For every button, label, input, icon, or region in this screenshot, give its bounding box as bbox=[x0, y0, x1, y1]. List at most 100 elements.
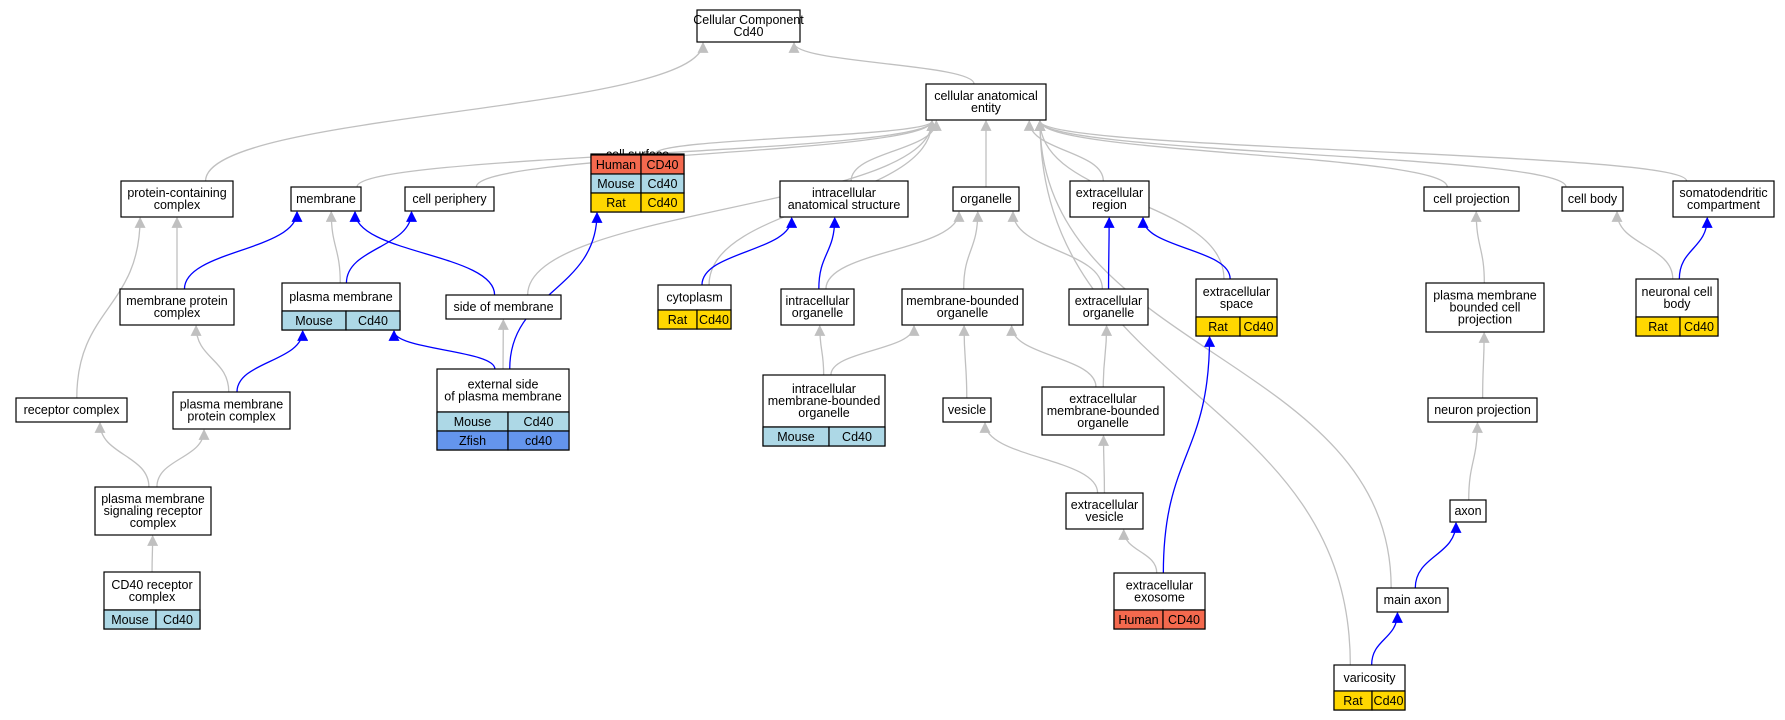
node-box bbox=[1423, 186, 1520, 212]
node-label: projection bbox=[1458, 313, 1512, 327]
species-name: Zfish bbox=[459, 434, 486, 448]
gene-symbol: Cd40 bbox=[1244, 320, 1274, 334]
node-box bbox=[780, 288, 855, 326]
gene-symbol: CD40 bbox=[1168, 613, 1200, 627]
node-label: extracellular bbox=[1126, 579, 1193, 593]
node-label: neuronal cell bbox=[1642, 285, 1713, 299]
gene-symbol: Cd40 bbox=[1684, 320, 1714, 334]
node-label: cellular anatomical bbox=[934, 89, 1038, 103]
node-label: organelle bbox=[960, 192, 1011, 206]
edge-cell-body-to-cellular-anatomical-entity bbox=[1034, 119, 1567, 188]
node-label: organelle bbox=[1077, 416, 1128, 430]
node-label: cell projection bbox=[1433, 192, 1509, 206]
edge-main-axon-to-axon bbox=[1414, 521, 1462, 589]
node-label: of plasma membrane bbox=[444, 390, 561, 404]
node-label: main axon bbox=[1384, 593, 1442, 607]
node-label: extracellular bbox=[1076, 186, 1143, 200]
edge-extracellular-exosome-to-extracellular-space bbox=[1162, 335, 1216, 574]
node-cell-projection: cell projection bbox=[1423, 186, 1520, 212]
node-box bbox=[290, 186, 362, 212]
node-label: complex bbox=[129, 590, 176, 604]
node-label: Cd40 bbox=[734, 25, 764, 39]
node-label: compartment bbox=[1687, 198, 1760, 212]
node-label: external side bbox=[468, 378, 539, 392]
species-name: Rat bbox=[1343, 694, 1363, 708]
node-label: CD40 receptor bbox=[111, 578, 192, 592]
species-row-mouse: Mouse Cd40 bbox=[436, 411, 570, 432]
gene-symbol: Cd40 bbox=[1374, 694, 1404, 708]
edge-extracellular-region-to-cellular-anatomical-entity bbox=[1023, 119, 1104, 182]
node-intracellular-membrane-bounded-organelle: intracellularmembrane-boundedorganelleMo… bbox=[762, 374, 886, 447]
node-label: protein complex bbox=[187, 410, 276, 424]
gene-symbol: Cd40 bbox=[358, 314, 388, 328]
node-label: intracellular bbox=[812, 186, 876, 200]
node-box bbox=[1041, 386, 1165, 436]
edge-cell-projection-to-cellular-anatomical-entity bbox=[1034, 119, 1448, 188]
edge-intracellular-anatomical-structure-to-cellular-anatomical-entity bbox=[850, 119, 942, 182]
node-label: Cellular Component bbox=[693, 13, 804, 27]
node-label: membrane protein bbox=[126, 294, 227, 308]
node-box bbox=[779, 180, 909, 218]
edge-cell-surface-to-cellular-anatomical-entity bbox=[654, 119, 938, 155]
node-box bbox=[925, 83, 1047, 121]
gene-symbol: Cd40 bbox=[648, 196, 678, 210]
node-label: varicosity bbox=[1343, 671, 1396, 685]
node-label: body bbox=[1663, 297, 1691, 311]
node-side-of-membrane: side of membrane bbox=[445, 294, 562, 320]
species-name: Mouse bbox=[111, 613, 149, 627]
node-label: bounded cell bbox=[1450, 301, 1521, 315]
edge-vesicle-to-membrane-bounded-organelle bbox=[958, 324, 970, 399]
edge-plasma-membrane-protein-complex-to-membrane-protein-complex bbox=[190, 324, 230, 393]
edge-side-of-membrane-to-cellular-anatomical-entity bbox=[526, 119, 938, 296]
edge-intracellular-membrane-bounded-organelle-to-intracellular-organelle bbox=[814, 324, 826, 376]
edge-extracellular-vesicle-to-extracellular-membrane-bounded-organelle bbox=[1098, 434, 1110, 494]
node-label: receptor complex bbox=[24, 403, 121, 417]
edge-intracellular-membrane-bounded-organelle-to-membrane-bounded-organelle bbox=[830, 324, 920, 376]
edge-intracellular-organelle-to-intracellular-anatomical-structure bbox=[818, 216, 841, 290]
edge-neuron-projection-to-plasma-membrane-bounded-cell-projection bbox=[1478, 331, 1490, 399]
node-box bbox=[120, 180, 234, 218]
edge-extracellular-vesicle-to-vesicle bbox=[979, 421, 1099, 494]
node-box bbox=[445, 294, 562, 320]
node-label: organelle bbox=[1083, 306, 1134, 320]
node-label: extracellular bbox=[1071, 498, 1138, 512]
edge-plasma-membrane-signaling-receptor-complex-to-plasma-membrane-protein-complex bbox=[156, 428, 210, 488]
species-name: Mouse bbox=[454, 415, 492, 429]
node-receptor-complex: receptor complex bbox=[15, 397, 128, 423]
edge-cell-periphery-to-cellular-anatomical-entity bbox=[475, 119, 938, 188]
gene-symbol: Cd40 bbox=[699, 313, 729, 327]
node-neuron-projection: neuron projection bbox=[1427, 397, 1538, 423]
edge-cellular-anatomical-entity-to-cellular-component bbox=[788, 41, 975, 85]
node-label: plasma membrane bbox=[101, 492, 205, 506]
edge-external-side-of-plasma-membrane-to-cell-surface bbox=[509, 211, 603, 370]
edge-cd40-receptor-complex-to-plasma-membrane-signaling-receptor-complex bbox=[147, 534, 159, 573]
node-box bbox=[901, 288, 1024, 326]
node-box bbox=[696, 9, 801, 43]
edge-plasma-membrane-to-membrane bbox=[325, 210, 341, 284]
node-label: cell periphery bbox=[412, 192, 487, 206]
node-label: organelle bbox=[792, 306, 843, 320]
node-label: complex bbox=[130, 516, 177, 530]
node-label: organelle bbox=[937, 306, 988, 320]
edge-external-side-of-plasma-membrane-to-plasma-membrane bbox=[388, 329, 496, 370]
edge-extracellular-organelle-to-organelle bbox=[1007, 210, 1104, 290]
node-vesicle: vesicle bbox=[942, 397, 992, 423]
gene-symbol: Cd40 bbox=[524, 415, 554, 429]
node-box bbox=[94, 486, 212, 536]
